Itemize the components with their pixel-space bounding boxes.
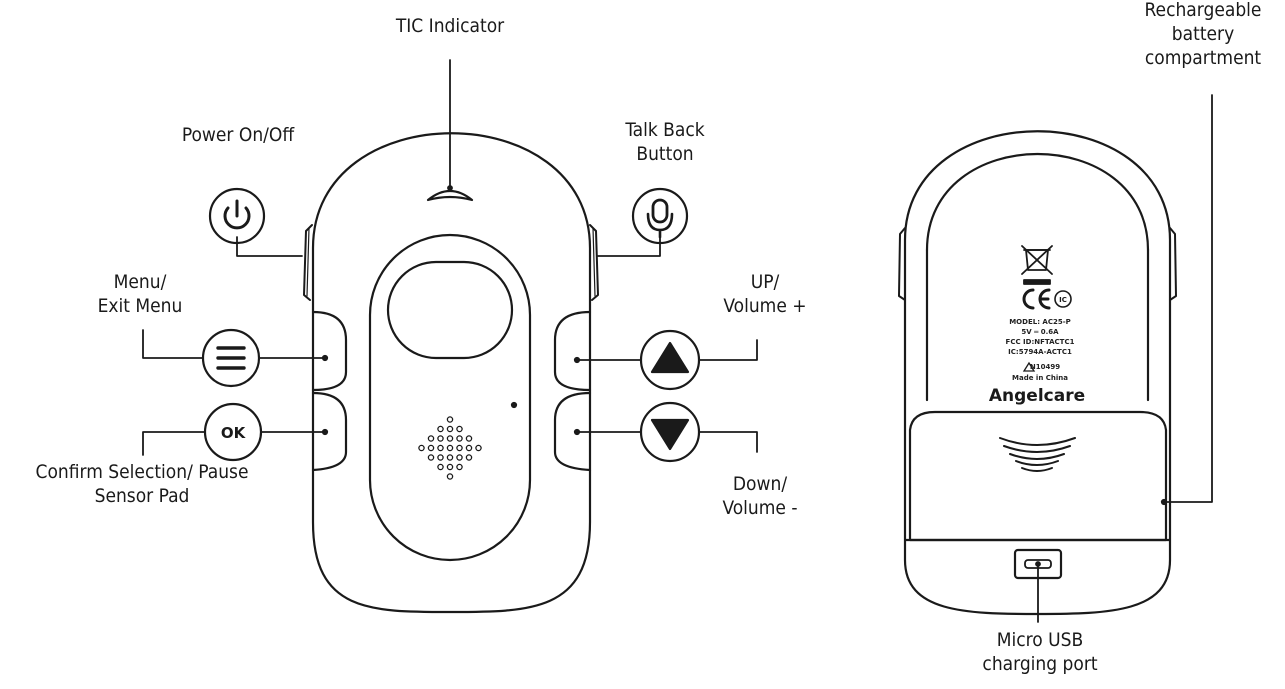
marking-rating: 5V ═ 0.6A xyxy=(1021,328,1059,336)
power-label: Power On/Off xyxy=(181,124,295,146)
power-button-icon xyxy=(208,187,266,245)
tic-indicator-label: TIC Indicator xyxy=(395,15,505,37)
speaker-hole xyxy=(465,454,473,461)
tic-indicator-slot xyxy=(426,189,474,202)
up-volume-label: UP/ Volume + xyxy=(723,271,807,317)
triangle-up-icon xyxy=(639,329,701,391)
down-volume-label: Down/ Volume - xyxy=(722,473,798,519)
speaker-hole xyxy=(456,444,463,452)
brand-logo: Angelcare xyxy=(989,386,1085,406)
left-lower-side-button xyxy=(311,391,348,472)
front-device xyxy=(303,132,599,614)
front-panel xyxy=(368,233,532,562)
speaker-hole xyxy=(446,454,454,461)
speaker-hole xyxy=(475,444,482,452)
speaker-hole xyxy=(427,454,435,461)
cert-triangle-icon xyxy=(1022,361,1036,372)
speaker-hole xyxy=(456,463,463,471)
speaker-hole xyxy=(446,444,454,452)
micro-usb-label: Micro USB charging port xyxy=(982,629,1098,675)
left-upper-side-button xyxy=(311,310,348,392)
ok-label: OK xyxy=(221,424,247,442)
speaker-hole xyxy=(437,454,444,461)
ic-mark-icon xyxy=(1054,290,1072,308)
ok-button-icon xyxy=(203,402,263,462)
triangle-down-icon xyxy=(639,401,701,463)
speaker-grille-dots xyxy=(418,416,482,480)
speaker-hole xyxy=(446,463,454,471)
confirm-label: Confirm Selection/ Pause Sensor Pad xyxy=(35,461,249,507)
talk-back-label: Talk Back Button xyxy=(625,119,705,165)
speaker-hole xyxy=(446,473,454,480)
back-device xyxy=(898,130,1177,616)
marking-model: MODEL: AC25-P xyxy=(1009,318,1071,326)
menu-label: Menu/ Exit Menu xyxy=(97,271,183,317)
speaker-hole xyxy=(446,435,454,442)
speaker-hole xyxy=(437,444,444,452)
speaker-hole xyxy=(437,425,444,433)
back-body-outline xyxy=(903,130,1172,616)
callout-lines xyxy=(142,59,758,456)
speaker-hole xyxy=(456,435,463,442)
ic-mark-text: IC xyxy=(1059,296,1067,304)
battery-compartment-cover xyxy=(908,410,1168,542)
right-upper-side-button xyxy=(553,310,592,392)
screen-window xyxy=(386,260,514,360)
battery-compartment-label: Rechargeable battery compartment xyxy=(1144,0,1262,69)
marking-fcc: FCC ID:NFTACTC1 xyxy=(1006,338,1075,346)
speaker-hole xyxy=(456,425,463,433)
speaker-hole xyxy=(446,425,454,433)
weee-bin-icon xyxy=(1021,245,1053,285)
marking-made-in: Made in China xyxy=(1012,374,1068,382)
speaker-hole xyxy=(456,454,463,461)
right-lower-side-button xyxy=(553,391,592,472)
speaker-hole xyxy=(427,444,435,452)
marking-ic: IC:5794A-ACTC1 xyxy=(1008,348,1072,356)
belt-clip xyxy=(925,152,1150,252)
marking-cert: N10499 xyxy=(1030,363,1060,371)
front-body-outline xyxy=(311,132,592,614)
speaker-hole xyxy=(418,444,425,452)
speaker-hole xyxy=(427,435,435,442)
ce-mark-icon xyxy=(1022,288,1051,310)
speaker-hole xyxy=(437,463,444,471)
speaker-hole xyxy=(465,444,473,452)
speaker-hole xyxy=(437,435,444,442)
menu-icon xyxy=(201,328,261,388)
microphone-icon xyxy=(631,187,689,245)
speaker-hole xyxy=(465,435,473,442)
battery-grip xyxy=(999,437,1076,472)
speaker-hole xyxy=(446,416,454,423)
led-dot xyxy=(510,401,518,409)
